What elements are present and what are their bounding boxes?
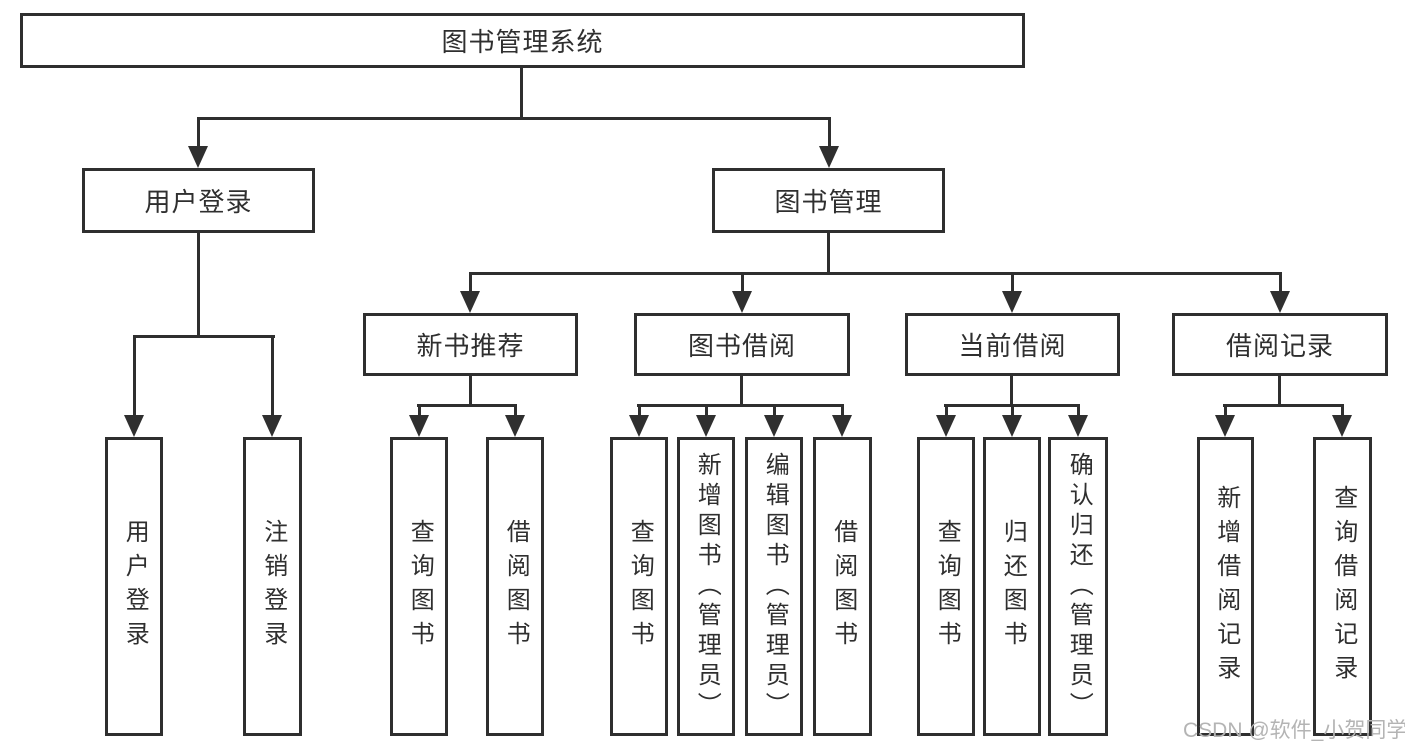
leaf-logout-label: 注销登录 xyxy=(259,518,287,655)
node-book-mgmt-label: 图书管理 xyxy=(774,187,883,217)
node-new-book-rec-label: 新书推荐 xyxy=(416,331,525,361)
connector-root-drop xyxy=(520,68,523,119)
leaf-bb-edit-books-admin: 编辑图书（管理员） xyxy=(745,437,803,736)
connector-book-borrow-rail xyxy=(637,404,844,407)
leaf-nb-borrow-books-label: 借阅图书 xyxy=(502,518,530,655)
leaf-cb-confirm-return-admin-label: 确认归还（管理员） xyxy=(1065,451,1093,722)
leaf-nb-query-books: 查询图书 xyxy=(390,437,448,736)
arrow-to-current-borrow xyxy=(1002,272,1022,313)
node-book-borrow: 图书借阅 xyxy=(634,313,850,376)
connector-level2-rail xyxy=(197,117,831,120)
arrow-to-book-mgmt xyxy=(819,117,839,168)
node-user-login: 用户登录 xyxy=(82,168,315,233)
leaf-cb-query-books-label: 查询图书 xyxy=(933,518,961,655)
node-new-book-rec: 新书推荐 xyxy=(363,313,578,376)
arrow-to-cb-return xyxy=(1002,404,1022,437)
arrow-to-user-login xyxy=(188,117,208,168)
node-user-login-label: 用户登录 xyxy=(144,187,253,217)
leaf-bb-borrow-books-label: 借阅图书 xyxy=(829,518,857,655)
connector-user-login-rail xyxy=(133,335,275,338)
connector-user-login-drop xyxy=(197,233,200,337)
arrow-to-new-book-rec xyxy=(460,272,480,313)
leaf-bb-edit-books-admin-label: 编辑图书（管理员） xyxy=(761,451,789,722)
node-root: 图书管理系统 xyxy=(20,13,1025,68)
leaf-br-query-record-label: 查询借阅记录 xyxy=(1329,484,1357,689)
arrow-to-br-query xyxy=(1332,404,1352,437)
leaf-logout: 注销登录 xyxy=(243,437,302,736)
connector-borrow-records-rail xyxy=(1223,404,1344,407)
node-borrow-records: 借阅记录 xyxy=(1172,313,1388,376)
leaf-bb-query-books: 查询图书 xyxy=(610,437,668,736)
leaf-br-add-record-label: 新增借阅记录 xyxy=(1212,484,1240,689)
connector-borrow-records-drop xyxy=(1278,376,1281,406)
arrow-to-borrow-records xyxy=(1270,272,1290,313)
node-current-borrow-label: 当前借阅 xyxy=(958,331,1067,361)
arrow-to-cb-query xyxy=(936,404,956,437)
leaf-cb-return-books-label: 归还图书 xyxy=(999,518,1027,655)
leaf-br-query-record: 查询借阅记录 xyxy=(1313,437,1372,736)
arrow-to-nb-query xyxy=(409,404,429,437)
leaf-user-login: 用户登录 xyxy=(105,437,163,736)
arrow-to-bb-borrow xyxy=(832,404,852,437)
connector-new-book-rail xyxy=(417,404,517,407)
arrow-to-leaf-logout xyxy=(262,335,282,437)
node-borrow-records-label: 借阅记录 xyxy=(1225,331,1334,361)
arrow-to-book-borrow xyxy=(732,272,752,313)
leaf-nb-query-books-label: 查询图书 xyxy=(406,518,434,655)
node-book-mgmt: 图书管理 xyxy=(712,168,945,233)
leaf-bb-add-books-admin: 新增图书（管理员） xyxy=(677,437,735,736)
node-root-label: 图书管理系统 xyxy=(441,27,604,57)
connector-book-mgmt-drop xyxy=(827,233,830,274)
arrow-to-nb-borrow xyxy=(505,404,525,437)
csdn-watermark: CSDN @软件_小贺同学 xyxy=(1183,719,1405,742)
node-book-borrow-label: 图书借阅 xyxy=(687,331,796,361)
arrow-to-cb-confirm xyxy=(1068,404,1088,437)
arrow-to-bb-query xyxy=(629,404,649,437)
connector-new-book-drop xyxy=(469,376,472,406)
arrow-to-bb-edit xyxy=(764,404,784,437)
arrow-to-bb-add xyxy=(696,404,716,437)
node-current-borrow: 当前借阅 xyxy=(905,313,1120,376)
connector-current-borrow-drop xyxy=(1010,376,1013,406)
leaf-user-login-label: 用户登录 xyxy=(121,518,149,655)
leaf-cb-return-books: 归还图书 xyxy=(983,437,1041,736)
leaf-bb-add-books-admin-label: 新增图书（管理员） xyxy=(693,451,721,722)
leaf-bb-query-books-label: 查询图书 xyxy=(626,518,654,655)
leaf-bb-borrow-books: 借阅图书 xyxy=(813,437,872,736)
arrow-to-br-add xyxy=(1215,404,1235,437)
leaf-cb-confirm-return-admin: 确认归还（管理员） xyxy=(1048,437,1108,736)
connector-level3-rail xyxy=(469,272,1282,275)
connector-book-borrow-drop xyxy=(740,376,743,406)
leaf-nb-borrow-books: 借阅图书 xyxy=(486,437,544,736)
leaf-br-add-record: 新增借阅记录 xyxy=(1197,437,1254,736)
leaf-cb-query-books: 查询图书 xyxy=(917,437,975,736)
arrow-to-leaf-user-login xyxy=(124,335,144,437)
